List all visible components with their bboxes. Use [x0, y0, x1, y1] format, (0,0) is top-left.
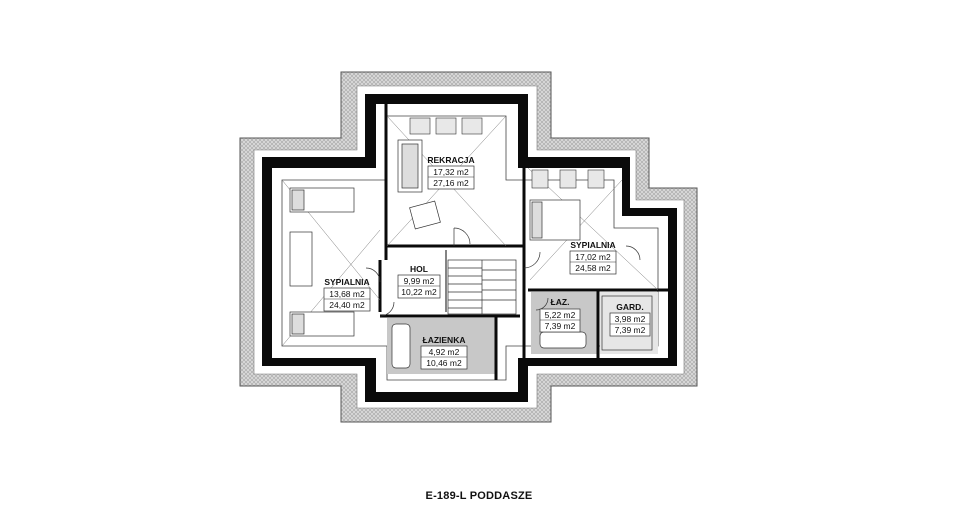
- room-name: SYPIALNIA: [324, 277, 369, 287]
- room-laz: ŁAZ. 5,22 m2 7,39 m2: [539, 297, 581, 333]
- skylights: [409, 117, 605, 189]
- bathtub-right: [539, 331, 587, 349]
- room-hol: HOL 9,99 m2 10,22 m2: [397, 264, 441, 299]
- room-gard: GARD. 3,98 m2 7,39 m2: [609, 302, 651, 337]
- room-area-usable: 17,02 m2: [575, 252, 611, 262]
- staircase: [447, 259, 517, 315]
- room-name: ŁAZ.: [551, 297, 570, 307]
- room-area-total: 7,39 m2: [615, 325, 646, 335]
- room-name: HOL: [410, 264, 428, 274]
- room-sypialnia-left: SYPIALNIA 13,68 m2 24,40 m2: [323, 277, 371, 312]
- room-area-total: 24,40 m2: [329, 300, 365, 310]
- room-area-total: 24,58 m2: [575, 263, 611, 273]
- room-name: ŁAZIENKA: [423, 335, 466, 345]
- room-area-usable: 5,22 m2: [545, 310, 576, 320]
- armchair: [409, 200, 441, 230]
- bathtub: [391, 323, 411, 369]
- room-area-usable: 9,99 m2: [404, 276, 435, 286]
- room-area-usable: 17,32 m2: [433, 167, 469, 177]
- room-area-total: 27,16 m2: [433, 178, 469, 188]
- room-name: REKRACJA: [427, 155, 474, 165]
- room-area-usable: 4,92 m2: [429, 347, 460, 357]
- plan-caption: E-189-L PODDASZE: [425, 490, 533, 502]
- room-area-usable: 13,68 m2: [329, 289, 365, 299]
- room-area-total: 10,46 m2: [426, 358, 462, 368]
- desk-left: [289, 231, 313, 287]
- room-sypialnia-right: SYPIALNIA 17,02 m2 24,58 m2: [569, 240, 617, 275]
- doors: [365, 227, 641, 317]
- furniture: [289, 139, 653, 369]
- room-area-total: 10,22 m2: [401, 287, 437, 297]
- room-lazienka: ŁAZIENKA 4,92 m2 10,46 m2: [420, 335, 468, 370]
- room-area-usable: 3,98 m2: [615, 314, 646, 324]
- room-area-total: 7,39 m2: [545, 321, 576, 331]
- partitions: [378, 104, 668, 380]
- wardrobe: [601, 295, 653, 351]
- room-name: GARD.: [616, 302, 643, 312]
- room-rekreacja: REKRACJA 17,32 m2 27,16 m2: [427, 155, 475, 190]
- room-name: SYPIALNIA: [570, 240, 615, 250]
